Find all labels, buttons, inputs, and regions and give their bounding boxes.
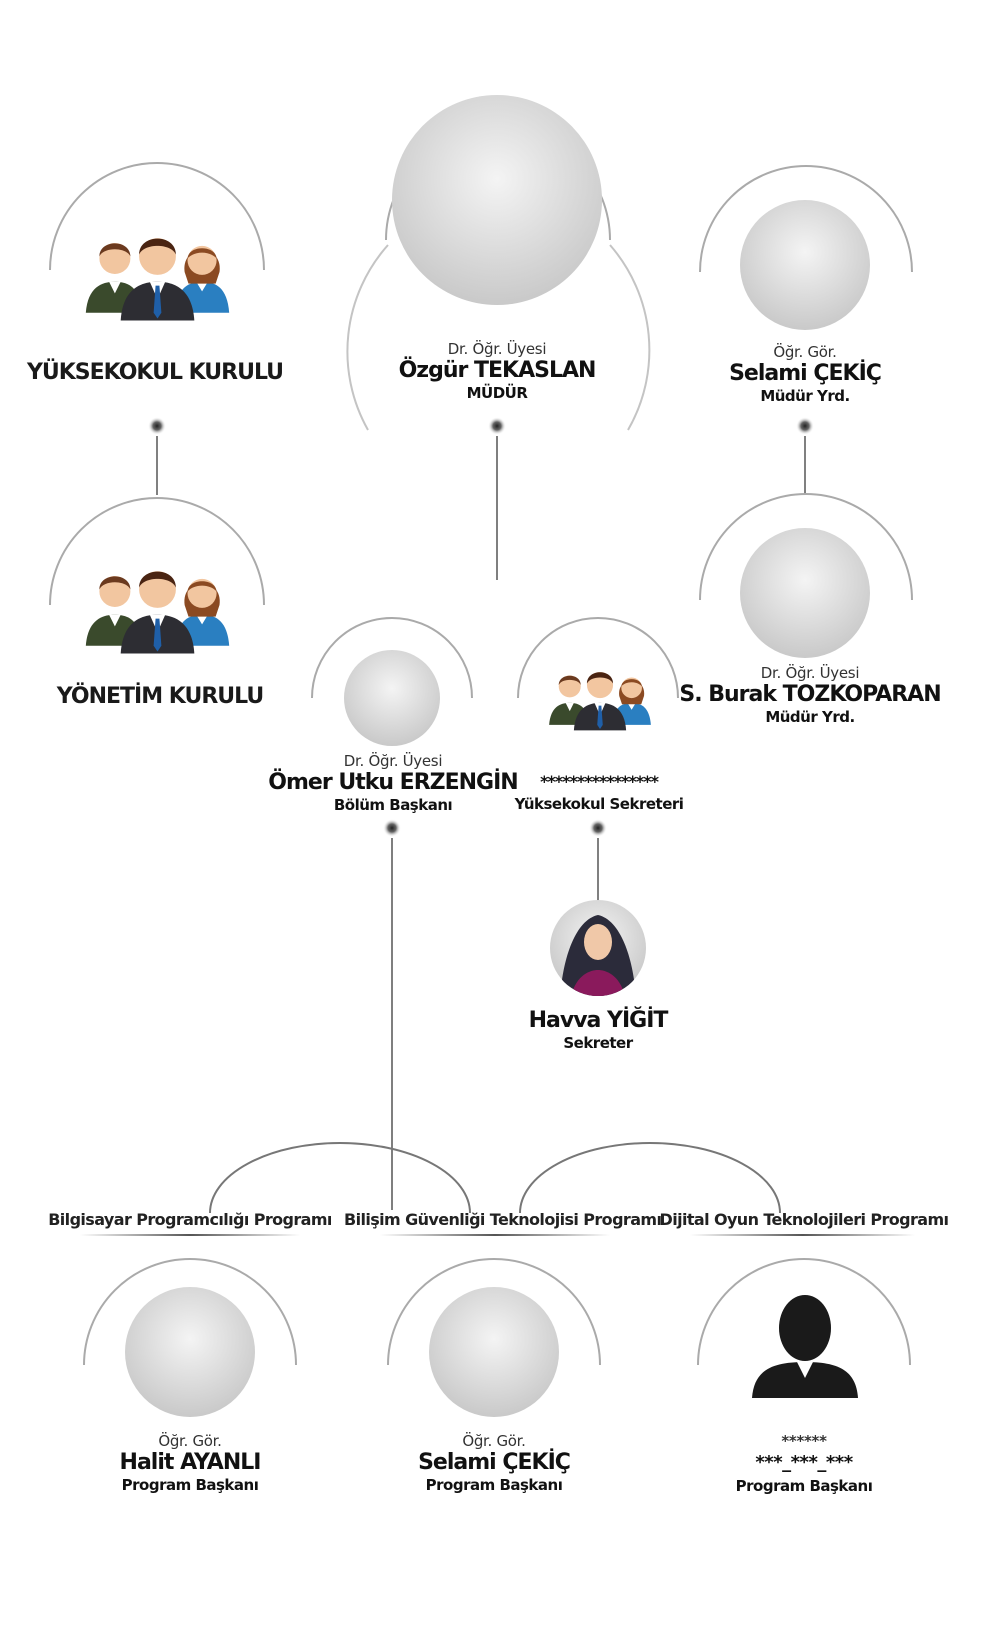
- program-name: Bilgisayar Programcılığı Programı: [48, 1210, 332, 1229]
- program-name: Bilişim Güvenliği Teknolojisi Programı: [344, 1210, 662, 1229]
- secretary-role: Sekreter: [563, 1034, 633, 1052]
- halit-photo: [125, 1287, 255, 1417]
- program-head-name: Halit AYANLI: [119, 1450, 262, 1475]
- program-left-arc: [209, 1142, 471, 1214]
- connector-dot: [383, 819, 401, 837]
- vice2-role: Müdür Yrd.: [765, 708, 855, 726]
- connector-dot: [796, 417, 814, 435]
- program-label: Dijital Oyun Teknolojileri Programı: [654, 1210, 954, 1229]
- vice2-name: S. Burak TOZKOPARAN: [679, 682, 941, 707]
- program-head-role: Program Başkanı: [121, 1476, 259, 1494]
- secretary-photo: [550, 900, 646, 996]
- secretary-node: Havva YİĞİT Sekreter: [448, 1008, 748, 1052]
- program-label: Bilişim Güvenliği Teknolojisi Programı: [344, 1210, 662, 1229]
- unknown-program-head-arc: [697, 1258, 911, 1366]
- connector-dot: [148, 417, 166, 435]
- board-arc: [49, 497, 265, 606]
- group-people-icon: [85, 238, 230, 321]
- program-head-node: Öğr. Gör. Halit AYANLI Program Başkanı: [40, 1432, 340, 1494]
- school-secretary-name: ****************: [540, 772, 659, 791]
- vice1-node: Öğr. Gör. Selami ÇEKİÇ Müdür Yrd.: [655, 343, 955, 405]
- dept-head-arc: [311, 617, 473, 699]
- group-people-icon: [549, 671, 651, 731]
- selami-program-arc: [387, 1258, 601, 1366]
- silhouette-user-icon: [752, 1295, 858, 1398]
- board-node: YÖNETİM KURULU: [10, 684, 310, 709]
- dept-head-node: Dr. Öğr. Üyesi Ömer Utku ERZENGİN Bölüm …: [243, 752, 543, 814]
- director-title: Dr. Öğr. Üyesi: [447, 340, 547, 358]
- program-right-arc: [519, 1142, 781, 1214]
- halit-arc: [83, 1258, 297, 1366]
- program-underline: [690, 1234, 915, 1236]
- vice2-photo: [740, 528, 870, 658]
- director-outer-arc: [346, 244, 389, 431]
- dept-head-photo: [344, 650, 440, 746]
- program-head-title: ******: [781, 1432, 827, 1450]
- connector-dot: [589, 819, 607, 837]
- secretary-name: Havva YİĞİT: [528, 1008, 669, 1033]
- program-head-title: Öğr. Gör.: [158, 1432, 222, 1450]
- program-head-name: ***_***_***: [755, 1452, 853, 1473]
- director-photo: [392, 95, 602, 305]
- director-node: Dr. Öğr. Üyesi Özgür TEKASLAN MÜDÜR: [347, 340, 647, 402]
- program-head-node: ****** ***_***_*** Program Başkanı: [654, 1432, 954, 1495]
- program-head-role: Program Başkanı: [735, 1477, 873, 1495]
- vice2-title: Dr. Öğr. Üyesi: [760, 664, 860, 682]
- program-name: Dijital Oyun Teknolojileri Programı: [659, 1210, 950, 1229]
- dept-head-name: Ömer Utku ERZENGİN: [268, 770, 518, 795]
- top-left-title: YÜKSEKOKUL KURULU: [26, 360, 284, 385]
- vice1-arc: [699, 165, 913, 273]
- dept-head-title: Dr. Öğr. Üyesi: [343, 752, 443, 770]
- school-secretary-role: Yüksekokul Sekreteri: [514, 795, 684, 813]
- director-role: MÜDÜR: [466, 384, 528, 402]
- top-left-node: YÜKSEKOKUL KURULU: [5, 360, 305, 385]
- program-head-name: Selami ÇEKİÇ: [418, 1450, 571, 1475]
- connector-dot: [488, 417, 506, 435]
- vice1-photo: [740, 200, 870, 330]
- vice1-name: Selami ÇEKİÇ: [729, 361, 882, 386]
- vice1-role: Müdür Yrd.: [760, 387, 850, 405]
- director-name: Özgür TEKASLAN: [398, 358, 597, 383]
- vice1-title: Öğr. Gör.: [773, 343, 837, 361]
- program-underline: [80, 1234, 300, 1236]
- school-secretary-node: **************** Yüksekokul Sekreteri: [449, 772, 749, 813]
- group-people-icon: [85, 571, 230, 654]
- program-underline: [380, 1234, 610, 1236]
- vice2-node: Dr. Öğr. Üyesi S. Burak TOZKOPARAN Müdür…: [660, 664, 960, 726]
- program-head-role: Program Başkanı: [425, 1476, 563, 1494]
- top-left-arc: [49, 162, 265, 271]
- program-label: Bilgisayar Programcılığı Programı: [40, 1210, 340, 1229]
- program-head-node: Öğr. Gör. Selami ÇEKİÇ Program Başkanı: [344, 1432, 644, 1494]
- dept-head-role: Bölüm Başkanı: [333, 796, 453, 814]
- school-secretary-arc: [517, 617, 679, 699]
- board-title: YÖNETİM KURULU: [56, 684, 264, 709]
- selami-program-photo: [429, 1287, 559, 1417]
- program-head-title: Öğr. Gör.: [462, 1432, 526, 1450]
- vice2-arc: [699, 493, 913, 601]
- director-outer-arc: [609, 244, 651, 431]
